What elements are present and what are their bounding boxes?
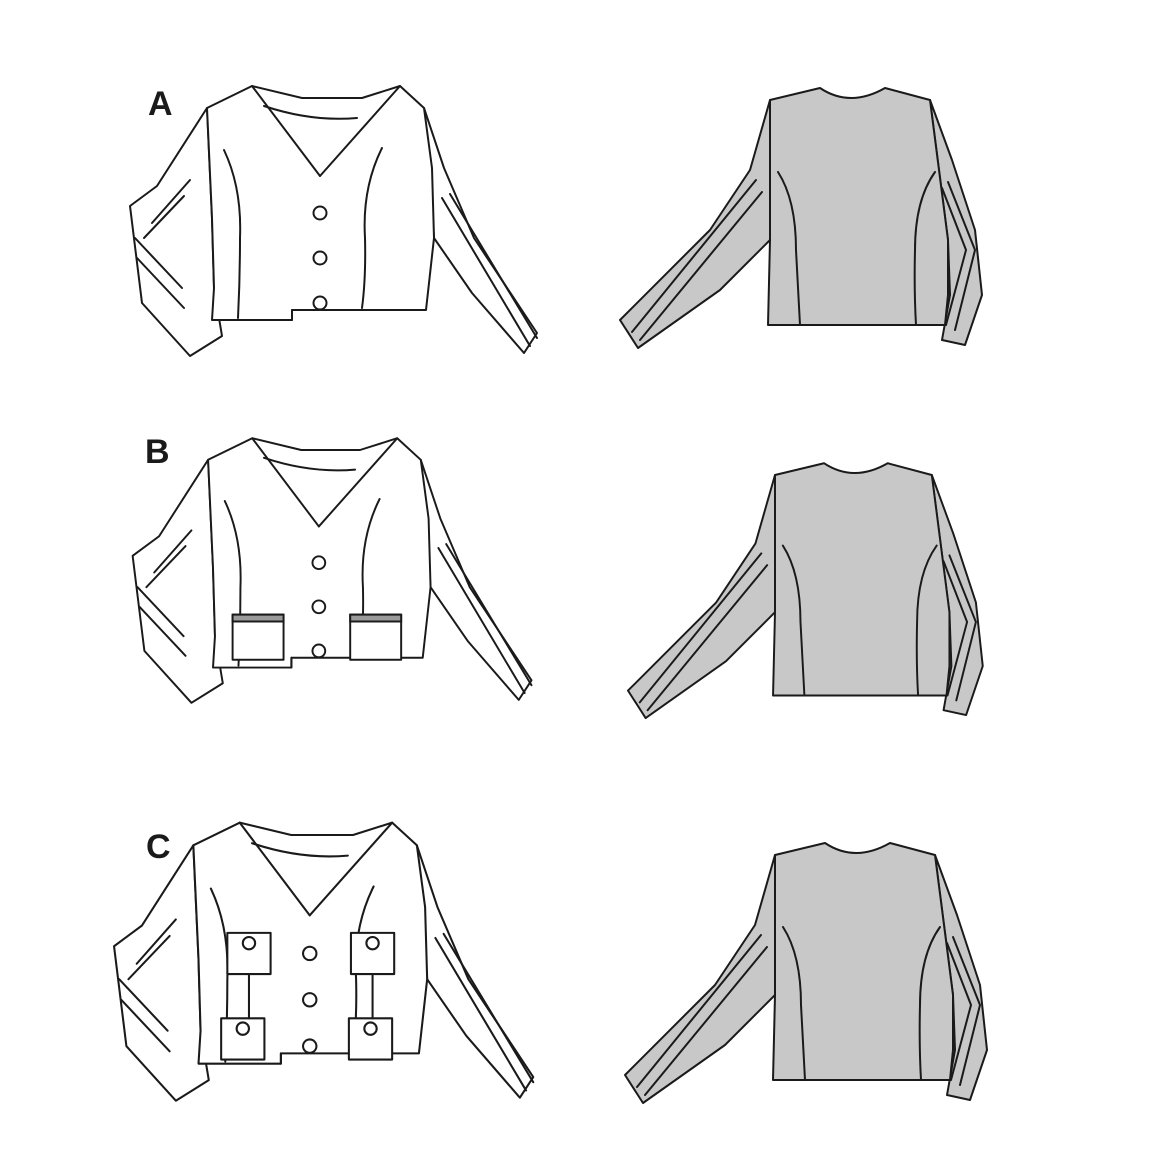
- view-label-b: B: [145, 433, 170, 471]
- front-body: [207, 437, 432, 669]
- back-left-sleeve: [624, 854, 776, 1104]
- back-left-sleeve-seam: [638, 552, 763, 704]
- front-button-3: [312, 295, 328, 311]
- view-b-back: [627, 462, 984, 720]
- front-button-3: [302, 1038, 318, 1054]
- front-lapel-left: [238, 821, 311, 917]
- back-left-sleeve: [627, 474, 776, 720]
- front-body: [206, 85, 435, 321]
- front-button-1: [302, 945, 318, 962]
- front-body: [192, 821, 429, 1065]
- front-left-cuff-seam: [136, 586, 185, 638]
- back-left-sleeve: [619, 99, 771, 349]
- front-left-cuff-seam-2: [136, 257, 185, 309]
- back-left-sleeve-seam: [631, 179, 757, 333]
- front-lapel-right: [308, 821, 394, 917]
- back-left-sleeve-seam-2: [644, 946, 768, 1096]
- front-right-sleeve-seam-2: [445, 543, 533, 687]
- front-left-cuff-seam-2: [120, 998, 171, 1053]
- view-c-back: [624, 842, 988, 1104]
- back-right-sleeve-seam: [948, 554, 977, 702]
- front-left-sleeve-seam-2: [127, 934, 171, 981]
- front-neckline-back: [251, 842, 349, 858]
- view-a-back: [619, 87, 983, 349]
- front-pocket-button-4: [363, 1021, 378, 1036]
- front-right-sleeve-seam: [441, 197, 531, 347]
- back-princess-seam-right: [913, 171, 936, 326]
- front-square-pocket-2: [349, 931, 396, 976]
- back-body: [772, 462, 951, 697]
- front-princess-seam-left: [223, 149, 242, 319]
- back-right-sleeve-seam: [952, 936, 981, 1086]
- view-a-front: [129, 85, 538, 357]
- front-left-sleeve-seam: [135, 918, 177, 965]
- front-right-sleeve-seam: [437, 547, 526, 695]
- view-c-front: [113, 821, 535, 1102]
- front-right-sleeve-seam-2: [442, 932, 535, 1084]
- front-left-sleeve-seam: [153, 529, 193, 574]
- front-left-sleeve-seam-2: [145, 545, 187, 589]
- front-button-3: [311, 643, 327, 659]
- front-neckline-back: [263, 105, 358, 120]
- front-lapel-right: [319, 85, 401, 177]
- front-left-sleeve-seam-2: [143, 195, 185, 239]
- front-right-sleeve-seam: [434, 936, 528, 1092]
- back-left-sleeve-seam: [636, 934, 762, 1088]
- front-lapel-left: [251, 437, 320, 528]
- back-left-sleeve-seam-2: [639, 191, 763, 341]
- back-right-sleeve-seam-2: [942, 560, 969, 697]
- back-right-sleeve-seam-2: [941, 187, 967, 326]
- back-princess-seam-left: [777, 171, 801, 326]
- front-pocket-band-2: [349, 613, 403, 623]
- front-neckline-back: [262, 456, 357, 472]
- back-princess-seam-left: [782, 926, 806, 1081]
- back-right-sleeve-seam-2: [946, 942, 972, 1081]
- front-button-1: [311, 555, 327, 571]
- front-left-cuff-seam: [134, 237, 183, 289]
- front-pocket-button-3: [235, 1021, 250, 1036]
- front-right-sleeve-seam-2: [449, 193, 538, 339]
- back-princess-seam-right: [915, 544, 938, 697]
- front-left-sleeve-seam: [151, 179, 191, 224]
- back-left-sleeve-seam-2: [646, 564, 769, 712]
- front-square-pocket-1: [226, 931, 272, 976]
- view-label-a: A: [148, 85, 173, 123]
- front-button-2: [302, 992, 318, 1008]
- front-pocket-band-1: [231, 613, 285, 623]
- front-button-1: [312, 205, 328, 221]
- back-princess-seam-right: [918, 926, 941, 1081]
- views-layer: A B C: [113, 85, 988, 1104]
- front-left-cuff-seam-2: [138, 605, 187, 657]
- back-princess-seam-left: [781, 544, 806, 697]
- front-left-cuff-seam: [118, 978, 169, 1032]
- front-button-2: [311, 599, 327, 615]
- view-b-front: [131, 437, 533, 704]
- back-body: [772, 842, 954, 1081]
- front-princess-seam-right: [361, 147, 383, 309]
- back-right-sleeve-seam: [947, 181, 976, 331]
- view-label-c: C: [146, 828, 171, 866]
- front-lapel-right: [317, 437, 399, 528]
- front-pocket-button-1: [241, 935, 257, 951]
- back-body: [767, 87, 949, 326]
- front-square-pocket-4: [347, 1017, 394, 1061]
- front-button-2: [312, 250, 328, 266]
- front-pocket-button-2: [365, 935, 380, 951]
- front-lapel-left: [251, 85, 321, 177]
